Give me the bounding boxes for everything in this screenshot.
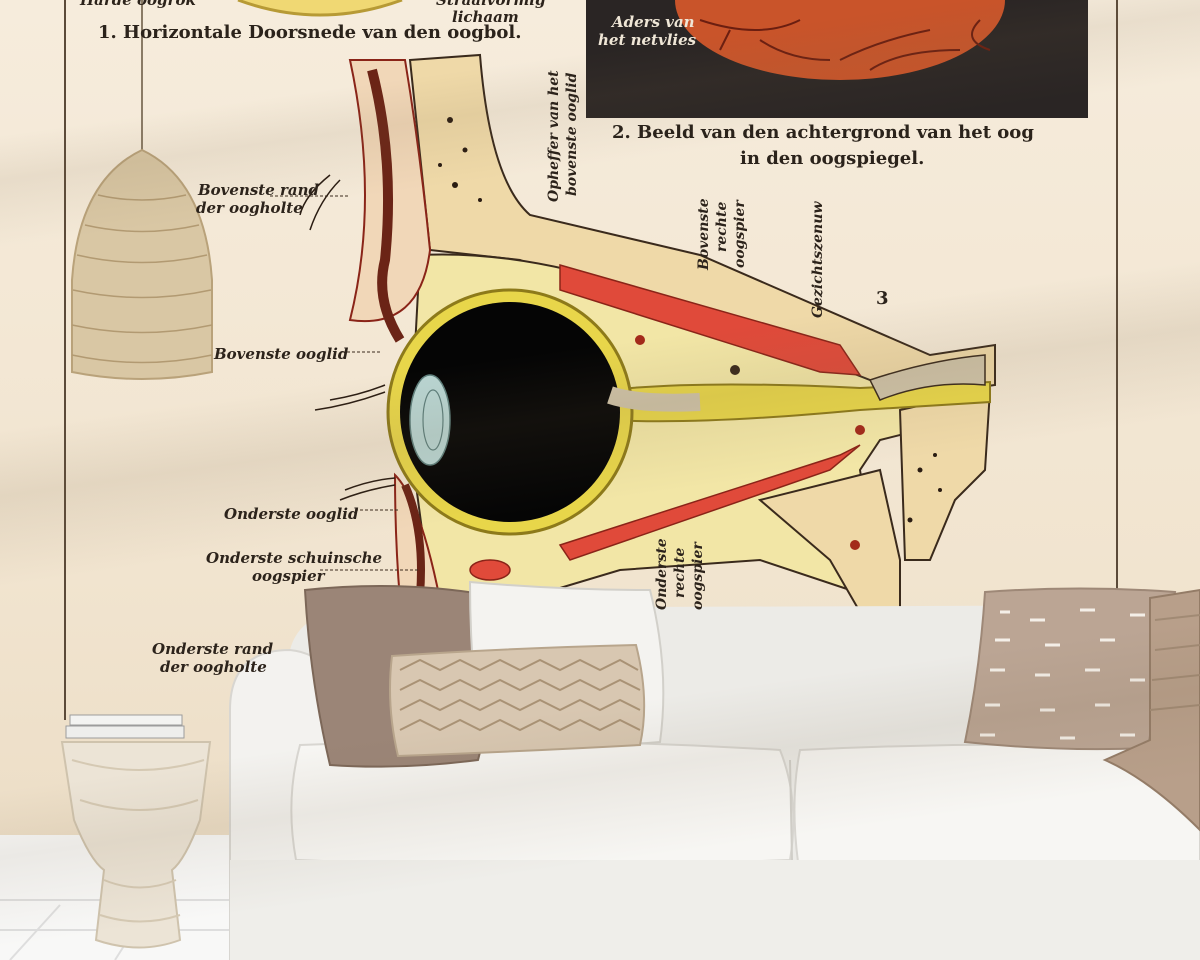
cushion-chevron	[389, 643, 646, 758]
label-bovenste-rechte-line3: oogspier	[732, 200, 748, 268]
side-table	[60, 714, 212, 949]
caption-figure-1: 1. Horizontale Doorsnede van den oogbol.	[98, 22, 522, 43]
label-onderste-schuinsche-line2: oogspier	[252, 567, 325, 585]
label-aders-line2: het netvlies	[598, 31, 697, 49]
label-straalvormig-line1: Straalvormig	[436, 0, 546, 9]
leader-lines	[270, 195, 420, 571]
poster-right-border	[1116, 0, 1118, 590]
label-onderste-rand-line1: Onderste rand	[152, 640, 274, 658]
poster-left-border	[64, 0, 66, 720]
label-bovenste-ooglid: Bovenste ooglid	[214, 345, 349, 363]
label-opheffer-line1: Opheffer van het	[546, 70, 562, 202]
label-bovenste-rand-line2: der oogholte	[196, 199, 303, 217]
caption-figure-2-line2: in den oogspiegel.	[740, 148, 925, 169]
eyeball-section-top	[237, 0, 403, 17]
cushion-right	[963, 587, 1177, 751]
label-harde-oogrok: Harde oogrok	[80, 0, 196, 9]
figure-3-number: 3	[876, 288, 889, 309]
fundus-image	[586, 0, 1088, 118]
label-bovenste-rechte-line1: Bovenste	[696, 198, 712, 270]
label-bovenste-rand-line1: Bovenste rand	[198, 181, 320, 199]
label-onderste-rechte-line2: rechte	[672, 547, 688, 598]
label-onderste-rand-line2: der oogholte	[160, 658, 267, 676]
label-onderste-rechte-line1: Onderste	[654, 538, 670, 610]
label-onderste-rechte-line3: oogspier	[690, 542, 706, 610]
caption-figure-2-line1: 2. Beeld van den achtergrond van het oog	[612, 122, 1034, 143]
pendant-lamp	[71, 0, 213, 380]
label-straalvormig-line2: lichaam	[452, 8, 519, 26]
label-opheffer-line2: bovenste ooglid	[564, 72, 580, 196]
label-gezichtszenuw: Gezichtszenuw	[810, 201, 826, 318]
sofa	[229, 605, 1200, 960]
eye-socket-section	[299, 53, 996, 614]
label-onderste-schuinsche-line1: Onderste schuinsche	[206, 549, 383, 567]
label-aders-line1: Aders van	[612, 13, 695, 31]
label-bovenste-rechte-line2: rechte	[714, 201, 730, 252]
label-onderste-ooglid: Onderste ooglid	[224, 505, 359, 523]
